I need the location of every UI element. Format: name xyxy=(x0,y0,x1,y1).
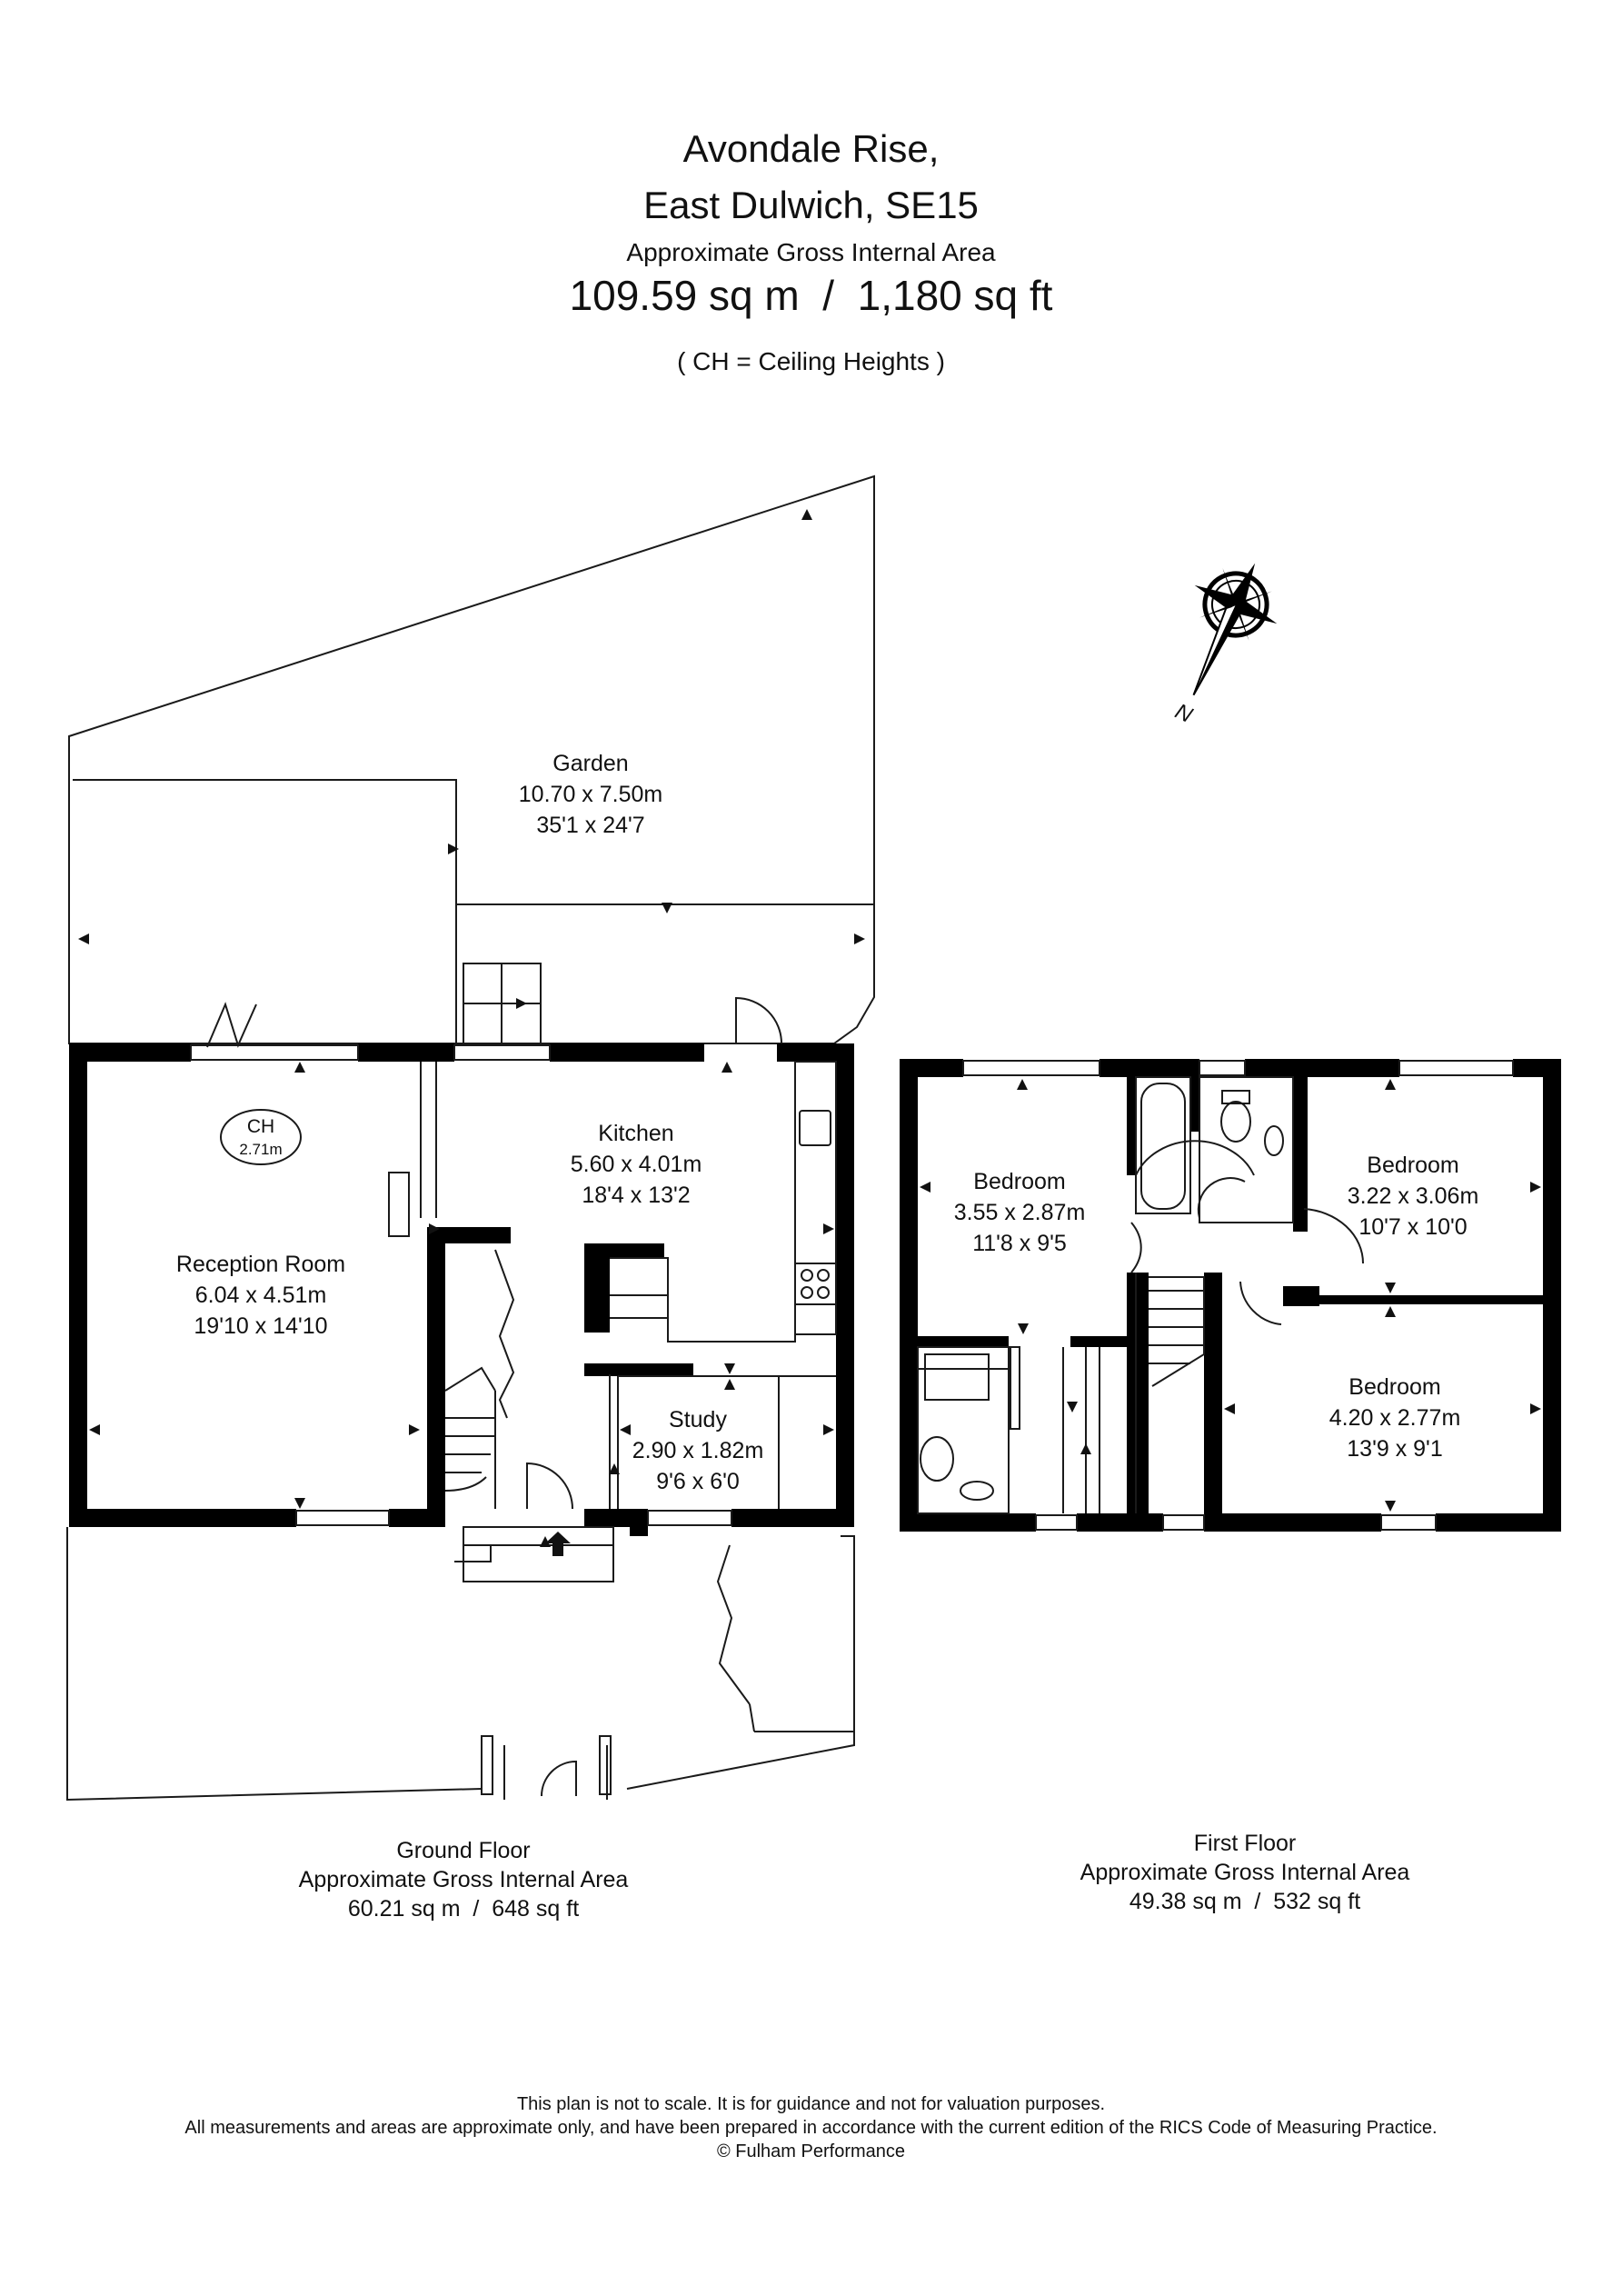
ground-floor-arrows xyxy=(89,1062,834,1556)
first-floor-thin-lines xyxy=(917,1060,1514,1531)
garden-area xyxy=(68,474,875,1044)
room-label-bedroom3: Bedroom 4.20 x 2.77m 13'9 x 9'1 xyxy=(1329,1374,1461,1462)
garden-arrows xyxy=(78,509,865,1009)
garden-metric: 10.70 x 7.50m xyxy=(519,782,662,807)
bedroom3-name: Bedroom xyxy=(1348,1374,1440,1400)
bedroom2-metric: 3.22 x 3.06m xyxy=(1348,1183,1479,1209)
compass-icon: N xyxy=(1172,563,1278,727)
disclaimer-line-1: This plan is not to scale. It is for gui… xyxy=(516,2094,1106,2114)
first-floor-walls xyxy=(900,1059,1561,1532)
compass-north-label: N xyxy=(1172,698,1198,727)
bedroom1-imperial: 11'8 x 9'5 xyxy=(972,1231,1067,1256)
room-label-kitchen: Kitchen 5.60 x 4.01m 18'4 x 13'2 xyxy=(571,1121,702,1208)
bedroom3-imperial: 13'9 x 9'1 xyxy=(1347,1436,1442,1462)
bedroom1-metric: 3.55 x 2.87m xyxy=(954,1200,1086,1225)
ceiling-height-legend: ( CH = Ceiling Heights ) xyxy=(677,347,945,375)
first-floor-area: 49.38 sq m / 532 sq ft xyxy=(1129,1889,1361,1914)
study-name: Study xyxy=(669,1407,727,1433)
kitchen-name: Kitchen xyxy=(598,1121,673,1146)
ground-floor-doors xyxy=(206,996,782,1800)
ground-floor-thin-lines xyxy=(190,1044,837,1526)
room-label-bedroom2: Bedroom 3.22 x 3.06m 10'7 x 10'0 xyxy=(1348,1153,1479,1240)
ceiling-height-marker: CH 2.71m xyxy=(220,1109,302,1165)
ch-value: 2.71m xyxy=(239,1141,282,1158)
ch-label: CH xyxy=(247,1116,274,1137)
bedroom2-imperial: 10'7 x 10'0 xyxy=(1358,1214,1467,1240)
first-floor-name: First Floor xyxy=(1193,1831,1297,1856)
kitchen-metric: 5.60 x 4.01m xyxy=(571,1152,702,1177)
room-label-garden: Garden 10.70 x 7.50m 35'1 x 24'7 xyxy=(519,751,662,838)
reception-metric: 6.04 x 4.51m xyxy=(195,1283,327,1308)
total-gia-value: 109.59 sq m / 1,180 sq ft xyxy=(569,272,1053,319)
total-gia-label: Approximate Gross Internal Area xyxy=(626,238,996,266)
front-garden xyxy=(66,1527,855,1802)
ground-floor-name: Ground Floor xyxy=(396,1838,531,1863)
study-metric: 2.90 x 1.82m xyxy=(632,1438,764,1463)
bedroom2-name: Bedroom xyxy=(1367,1153,1458,1178)
bedroom3-metric: 4.20 x 2.77m xyxy=(1329,1405,1461,1431)
disclaimer: This plan is not to scale. It is for gui… xyxy=(0,2092,1622,2163)
property-area: East Dulwich, SE15 xyxy=(643,184,979,226)
bedroom1-name: Bedroom xyxy=(973,1169,1065,1194)
kitchen-imperial: 18'4 x 13'2 xyxy=(582,1183,690,1208)
first-floor-caption: First Floor Approximate Gross Internal A… xyxy=(1027,1829,1463,1916)
ground-floor-stairs xyxy=(444,1249,515,1509)
room-label-bedroom1: Bedroom 3.55 x 2.87m 11'8 x 9'5 xyxy=(954,1169,1086,1256)
study-imperial: 9'6 x 6'0 xyxy=(656,1469,740,1494)
ground-floor-area: 60.21 sq m / 648 sq ft xyxy=(347,1896,580,1922)
room-label-study: Study 2.90 x 1.82m 9'6 x 6'0 xyxy=(632,1407,764,1494)
reception-name: Reception Room xyxy=(176,1252,345,1277)
ground-floor-gia-label: Approximate Gross Internal Area xyxy=(298,1867,629,1892)
garden-imperial: 35'1 x 24'7 xyxy=(536,813,644,838)
ground-floor-caption: Ground Floor Approximate Gross Internal … xyxy=(245,1836,682,1923)
ground-floor-walls xyxy=(69,1043,854,1536)
garden-name: Garden xyxy=(552,751,628,776)
disclaimer-line-2: All measurements and areas are approxima… xyxy=(184,2118,1438,2138)
first-floor-gia-label: Approximate Gross Internal Area xyxy=(1080,1860,1410,1885)
first-floor-arrows xyxy=(920,1079,1541,1512)
disclaimer-line-3: © Fulham Performance xyxy=(716,2141,906,2161)
reception-imperial: 19'10 x 14'10 xyxy=(194,1313,327,1339)
room-label-reception: Reception Room 6.04 x 4.51m 19'10 x 14'1… xyxy=(176,1252,345,1339)
property-street: Avondale Rise, xyxy=(682,127,940,170)
